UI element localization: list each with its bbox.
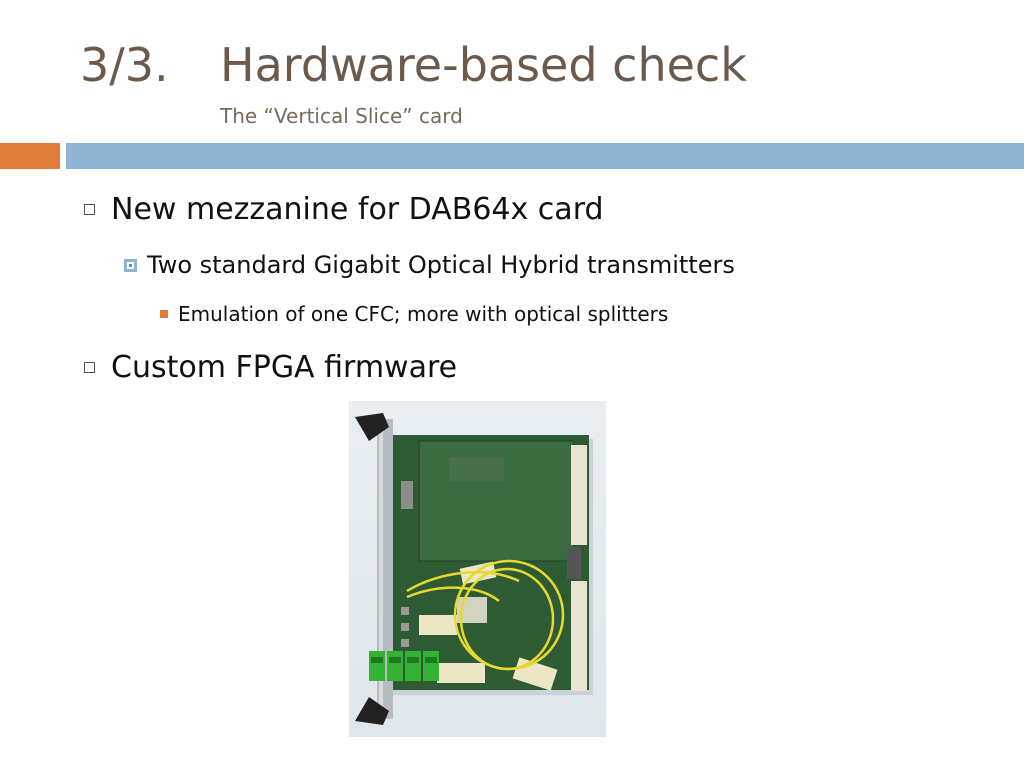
header-accent-blue — [66, 143, 1024, 169]
hollow-square-bullet-icon — [84, 204, 95, 215]
slide-subtitle: The “Vertical Slice” card — [220, 104, 463, 128]
header-accent-orange — [0, 143, 60, 169]
bullet-level3-emulation: Emulation of one CFC; more with optical … — [160, 302, 668, 326]
bullet-text: Emulation of one CFC; more with optical … — [178, 302, 669, 326]
hollow-square-bullet-icon — [84, 362, 95, 373]
bullet-text: Two standard Gigabit Optical Hybrid tran… — [147, 251, 735, 279]
bullet-level2-transmitters: Two standard Gigabit Optical Hybrid tran… — [124, 251, 735, 279]
bullet-text: New mezzanine for DAB64x card — [111, 192, 604, 227]
blue-square-bullet-icon — [124, 258, 137, 272]
bullet-text: Custom FPGA firmware — [111, 350, 458, 385]
slide-title-number: 3/3. — [80, 38, 169, 92]
bullet-level1-firmware: Custom FPGA firmware — [84, 350, 457, 385]
vertical-slice-card-photo — [349, 401, 606, 737]
orange-square-bullet-icon — [160, 310, 168, 318]
slide-title: Hardware-based check — [220, 38, 747, 92]
bullet-level1-mezzanine: New mezzanine for DAB64x card — [84, 192, 604, 227]
